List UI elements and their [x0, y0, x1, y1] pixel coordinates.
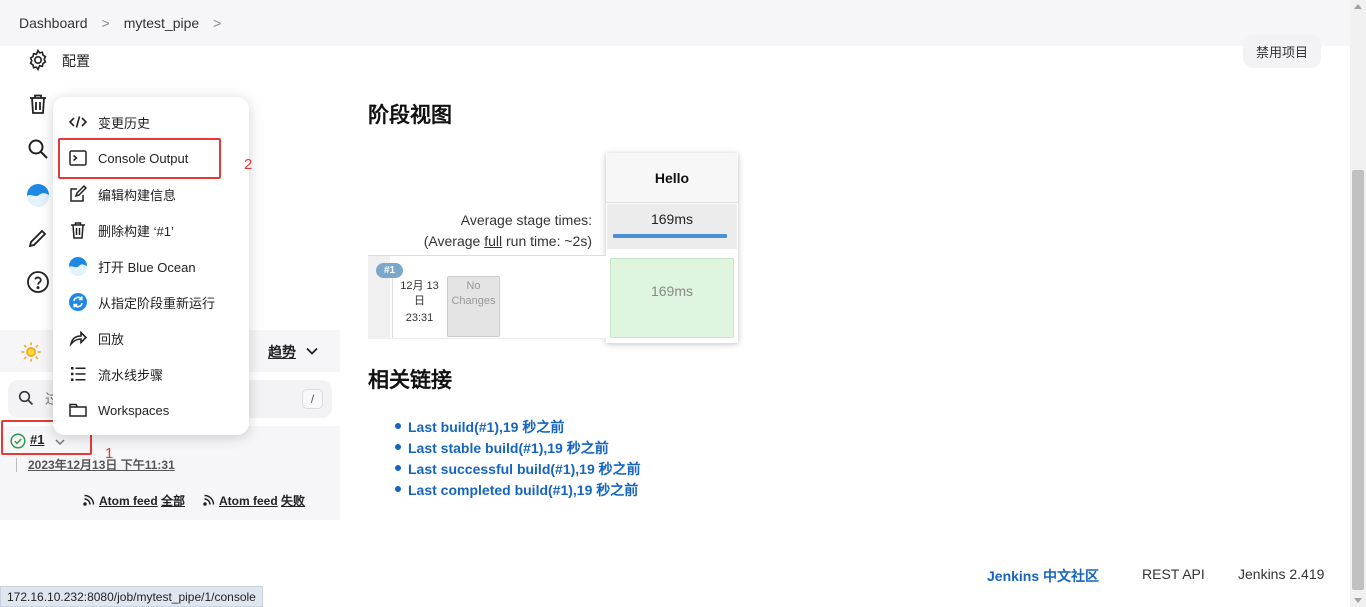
filter-shortcut-key: / — [302, 389, 323, 409]
chevron-down-icon[interactable] — [305, 344, 319, 358]
gear-icon[interactable] — [26, 48, 50, 72]
build-date-link[interactable]: 2023年12月13日 下午11:31 — [28, 458, 175, 472]
menu-item-delete-build[interactable]: 删除构建 ‘#1’ — [53, 213, 249, 247]
breadcrumb-dashboard[interactable]: Dashboard — [19, 15, 88, 31]
last-successful-build-link[interactable]: Last successful build(#1),19 秒之前 — [395, 459, 641, 480]
annotation-box-1 — [1, 420, 92, 455]
rest-api-link[interactable]: REST API — [1142, 566, 1205, 582]
menu-item-workspaces[interactable]: Workspaces — [53, 393, 249, 427]
search-icon[interactable] — [26, 137, 50, 161]
full-run-link[interactable]: full — [484, 233, 503, 249]
trash-icon[interactable] — [26, 92, 50, 116]
scroll-thumb[interactable] — [1352, 170, 1364, 590]
rss-icon — [203, 494, 215, 506]
success-check-icon — [10, 433, 26, 449]
scroll-down-arrow-icon[interactable] — [1354, 598, 1362, 603]
code-icon — [68, 112, 88, 132]
disable-project-button[interactable]: 禁用项目 — [1243, 34, 1321, 68]
chevron-down-icon[interactable] — [54, 436, 66, 448]
build-context-menu: 变更历史 Console Output 编辑构建信息 删除构建 ‘#1’ 打开 … — [53, 97, 249, 435]
search-icon — [18, 390, 34, 406]
sidebar-item-configure[interactable]: 配置 — [62, 53, 90, 69]
scroll-up-arrow-icon[interactable] — [1354, 4, 1362, 9]
help-icon[interactable] — [26, 270, 50, 294]
average-stage-times-label: Average stage times: — [460, 212, 592, 228]
breadcrumb-separator: > — [213, 15, 222, 31]
steps-icon — [68, 364, 88, 384]
stage-average-time: 169ms — [650, 211, 694, 227]
last-completed-build-link[interactable]: Last completed build(#1),19 秒之前 — [395, 480, 641, 501]
last-build-link[interactable]: Last build(#1),19 秒之前 — [395, 417, 641, 438]
stage-average-cell — [607, 204, 737, 249]
trend-link[interactable]: 趋势 — [268, 344, 296, 360]
annotation-number-1: 1 — [105, 445, 114, 462]
menu-item-restart-from-stage[interactable]: 从指定阶段重新运行 — [53, 285, 249, 319]
atom-feed-all-link[interactable]: Atom feed 全部 — [83, 492, 185, 509]
stage-run-cell[interactable] — [610, 258, 734, 338]
atom-feed-failed-link[interactable]: Atom feed 失败 — [203, 492, 305, 509]
stage-name-hello: Hello — [606, 153, 738, 203]
last-stable-build-link[interactable]: Last stable build(#1),19 秒之前 — [395, 438, 641, 459]
menu-item-replay[interactable]: 回放 — [53, 321, 249, 355]
menu-item-pipeline-steps[interactable]: 流水线步骤 — [53, 357, 249, 391]
breadcrumb-mytest-pipe[interactable]: mytest_pipe — [123, 15, 200, 31]
jenkins-community-link[interactable]: Jenkins 中文社区 — [987, 568, 1100, 584]
jenkins-version-link[interactable]: Jenkins 2.419 — [1238, 566, 1325, 582]
blue-ocean-icon[interactable] — [26, 183, 50, 207]
menu-item-changes[interactable]: 变更历史 — [53, 105, 249, 139]
menu-item-console-output[interactable]: Console Output — [53, 141, 249, 175]
related-links-title: 相关链接 — [368, 369, 452, 392]
run-no-changes: No Changes — [447, 276, 500, 337]
menu-item-edit-build-info[interactable]: 编辑构建信息 — [53, 177, 249, 211]
build-date-divider — [16, 458, 17, 472]
stage-average-bar — [613, 234, 727, 238]
page-scrollbar[interactable] — [1350, 0, 1366, 607]
run-number-badge[interactable]: #1 — [376, 263, 403, 278]
trash-icon — [68, 220, 88, 240]
pencil-icon[interactable] — [26, 226, 50, 250]
annotation-number-2: 2 — [244, 156, 253, 173]
stage-view-title: 阶段视图 — [368, 104, 452, 127]
breadcrumb-bar: Dashboard > mytest_pipe > — [0, 0, 1350, 46]
menu-item-open-blue-ocean[interactable]: 打开 Blue Ocean — [53, 249, 249, 283]
build-feeds-row — [0, 482, 340, 520]
stage-run-time: 169ms — [650, 283, 694, 299]
terminal-icon — [68, 148, 88, 168]
status-bar-url: 172.16.10.232:8080/job/mytest_pipe/1/con… — [0, 586, 263, 607]
rss-icon — [83, 494, 95, 506]
edit-icon — [68, 184, 88, 204]
run-date: 12月 13 日 23:31 — [392, 276, 446, 338]
build-number-link[interactable]: #1 — [30, 432, 45, 447]
restart-icon — [68, 292, 88, 312]
blue-ocean-icon — [68, 256, 88, 276]
average-run-time-label: (Average full run time: ~2s) — [423, 233, 592, 249]
breadcrumb-separator: > — [101, 15, 110, 31]
replay-icon — [68, 328, 88, 348]
annotation-box-2 — [58, 138, 221, 179]
weather-sun-icon — [21, 342, 41, 362]
folder-icon — [68, 400, 88, 420]
related-links-list: Last build(#1),19 秒之前 Last stable build(… — [395, 417, 641, 501]
